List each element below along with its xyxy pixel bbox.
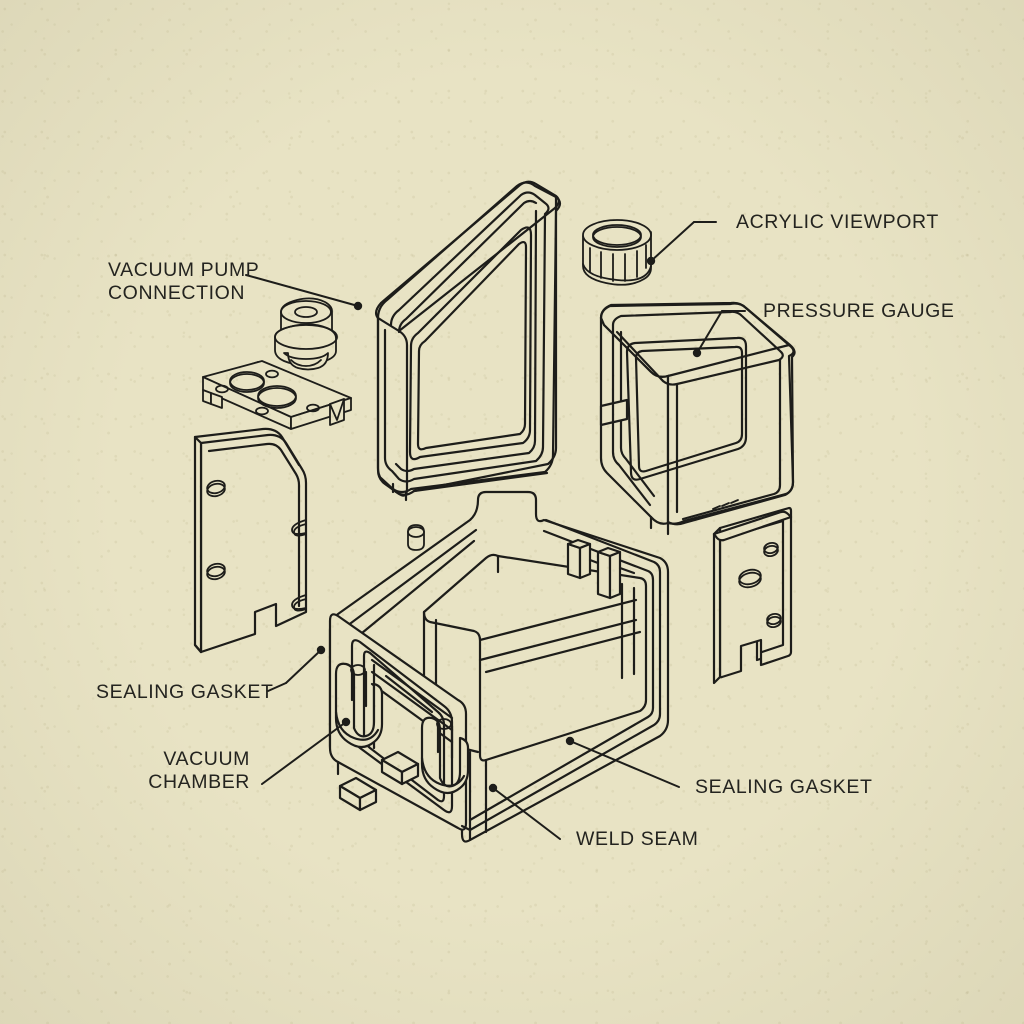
part-viewport-ring [582, 219, 652, 286]
part-gasket-frame [374, 180, 562, 502]
label-sealing-gasket-left: SEALING GASKET [96, 681, 274, 703]
label-weld-seam: WELD SEAM [576, 828, 699, 850]
label-vacuum-chamber: VACUUM CHAMBER [148, 748, 250, 793]
label-sealing-gasket-right: SEALING GASKET [695, 776, 873, 798]
part-chamber-body [328, 490, 670, 843]
part-mount-plate [202, 360, 352, 430]
latch-clamp-right [420, 716, 470, 795]
part-side-panel-right [712, 506, 793, 685]
leader-lines [245, 221, 746, 840]
label-vacuum-pump-connection: VACUUM PUMP CONNECTION [108, 259, 260, 304]
latch-clamp-left [334, 662, 384, 749]
part-port-fitting [274, 297, 338, 371]
part-side-panel-left [193, 427, 308, 654]
part-lid-shell [599, 301, 796, 536]
label-pressure-gauge: PRESSURE GAUGE [763, 300, 955, 322]
label-acrylic-viewport: ACRYLIC VIEWPORT [736, 211, 939, 233]
